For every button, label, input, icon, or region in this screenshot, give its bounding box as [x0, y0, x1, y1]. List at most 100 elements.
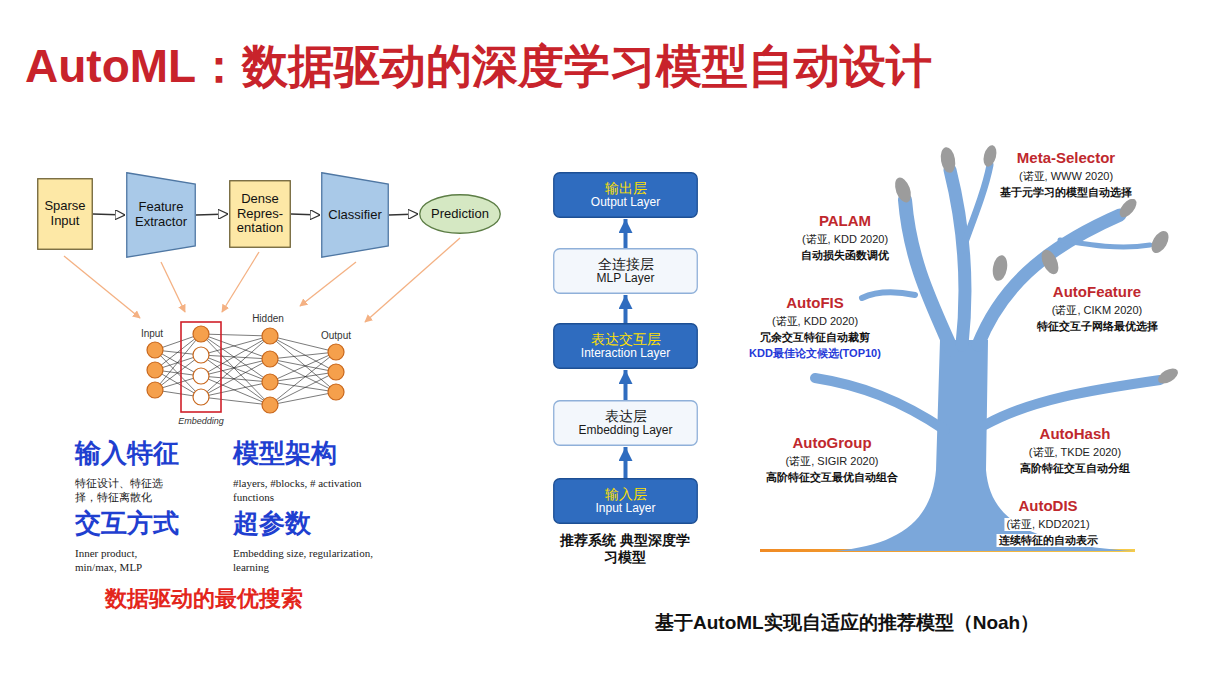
layer-arrow: [624, 447, 628, 478]
layer-box: 输入层Input Layer: [553, 478, 698, 524]
tree-branches: [815, 378, 945, 430]
tree-leaves: [1116, 196, 1139, 221]
network-links: [270, 336, 336, 372]
network-label: Input: [141, 328, 163, 340]
network-neurons: [193, 389, 209, 405]
network-neurons: [262, 328, 278, 344]
network-links: [270, 359, 336, 372]
paper-name: Meta-Selector: [1015, 149, 1117, 167]
network-links: [201, 334, 270, 405]
layer-arrow: [624, 219, 628, 248]
paper-desc: 冗余交互特征自动裁剪: [758, 331, 872, 344]
network-neurons: [262, 351, 278, 367]
network-neurons: [262, 374, 278, 390]
network-links: [201, 336, 270, 376]
flow-arrow: [389, 214, 418, 215]
node-text: Output Layer: [591, 196, 660, 210]
flow-arrow: [196, 214, 228, 215]
layer-box: 表达层Embedding Layer: [553, 400, 698, 446]
layer-arrow: [624, 295, 628, 323]
process-box-outline: [230, 181, 291, 248]
node-text: Prediction: [431, 207, 489, 222]
network-links: [201, 359, 270, 397]
paper-venue: (诺亚, CIKM 2020): [1050, 304, 1144, 317]
node-text: 全连接层: [598, 256, 654, 272]
tree-branches: [950, 170, 965, 345]
network-neurons: [262, 397, 278, 413]
leader-arrows: [365, 238, 460, 322]
tree-branches: [985, 380, 1160, 425]
process-box: Dense Repres- entation: [229, 180, 291, 248]
tree-leaves: [981, 144, 998, 168]
node-text: Interaction Layer: [581, 347, 670, 361]
output-ellipse-outline: [420, 195, 501, 234]
search-note: 数据驱动的最优搜索: [105, 586, 303, 612]
network-block-outline: [127, 173, 196, 258]
network-links: [270, 352, 336, 382]
paper-venue: (诺亚, KDD2021): [1004, 518, 1091, 531]
node-text: 输出层: [605, 180, 647, 196]
layer-box-outline: [554, 173, 698, 218]
network-links: [201, 334, 270, 382]
network-links: [201, 336, 270, 397]
figure-caption: 基于AutoML实现自适应的推荐模型（Noah）: [655, 610, 1039, 636]
process-box: Sparse Input: [37, 178, 93, 250]
network-label: Hidden: [252, 313, 284, 325]
paper-name: AutoHash: [1038, 425, 1113, 443]
tree-leaves: [1148, 228, 1172, 256]
network-links: [270, 382, 336, 392]
network-links: [201, 355, 270, 359]
network-links: [155, 334, 201, 390]
layer-box-outline: [554, 324, 698, 369]
slide-title: AutoML：数据驱动的深度学习模型自动设计: [25, 36, 932, 98]
node-text: Input Layer: [595, 502, 655, 516]
paper-venue: (诺亚, SIGIR 2020): [784, 455, 881, 468]
node-text: 输入层: [605, 486, 647, 502]
tree-branches: [905, 200, 952, 350]
node-text: Embedding Layer: [578, 424, 672, 438]
tree-leaves: [939, 146, 957, 174]
aspect-note: 特征设计、特征选择，特征离散化: [75, 476, 170, 505]
paper-name: AutoGroup: [790, 434, 873, 452]
network-links: [201, 334, 270, 336]
tree-branches: [962, 165, 990, 250]
network-neurons: [147, 362, 163, 378]
network-label: Embedding: [178, 416, 224, 427]
aspect-heading: 超参数: [233, 508, 311, 539]
aspect-heading: 交互方式: [75, 508, 179, 539]
embedding-frame: [181, 322, 221, 412]
network-links: [270, 352, 336, 359]
flow-arrow: [291, 214, 320, 215]
layer-box-outline: [554, 249, 698, 294]
network-links: [201, 376, 270, 405]
node-text: Dense Repres- entation: [232, 192, 288, 237]
network-neurons: [193, 326, 209, 342]
network-links: [201, 355, 270, 405]
aspect-heading: 模型架构: [233, 438, 337, 469]
network-block: Classifier: [321, 172, 389, 258]
paper-name: AutoFIS: [784, 294, 846, 312]
leader-arrows: [64, 238, 460, 322]
network-neurons: [328, 344, 344, 360]
paper-desc: 连续特征的自动表示: [997, 534, 1100, 547]
award-note: KDD最佳论文候选(TOP10): [747, 347, 883, 360]
node-text: 表达层: [605, 408, 647, 424]
network-neurons: [328, 384, 344, 400]
paper-desc: 特征交互子网络最优选择: [1035, 320, 1160, 333]
network-links: [201, 359, 270, 376]
network-neurons: [193, 368, 209, 384]
tree-branches: [815, 165, 1160, 430]
network-links: [201, 397, 270, 405]
network-block: Feature Extractor: [126, 172, 196, 258]
layer-box: 表达交互层Interaction Layer: [553, 323, 698, 369]
paper-venue: (诺亚, KDD 2020): [770, 315, 860, 328]
network-label: Output: [321, 330, 351, 342]
model-caption: 推荐系统 典型深度学习模型: [555, 532, 695, 566]
network-neurons: [147, 382, 163, 398]
paper-name: AutoDIS: [1016, 497, 1079, 515]
network-links: [270, 336, 336, 392]
layer-arrow: [624, 370, 628, 400]
node-text: 表达交互层: [591, 331, 661, 347]
node-text: Classifier: [328, 208, 381, 223]
